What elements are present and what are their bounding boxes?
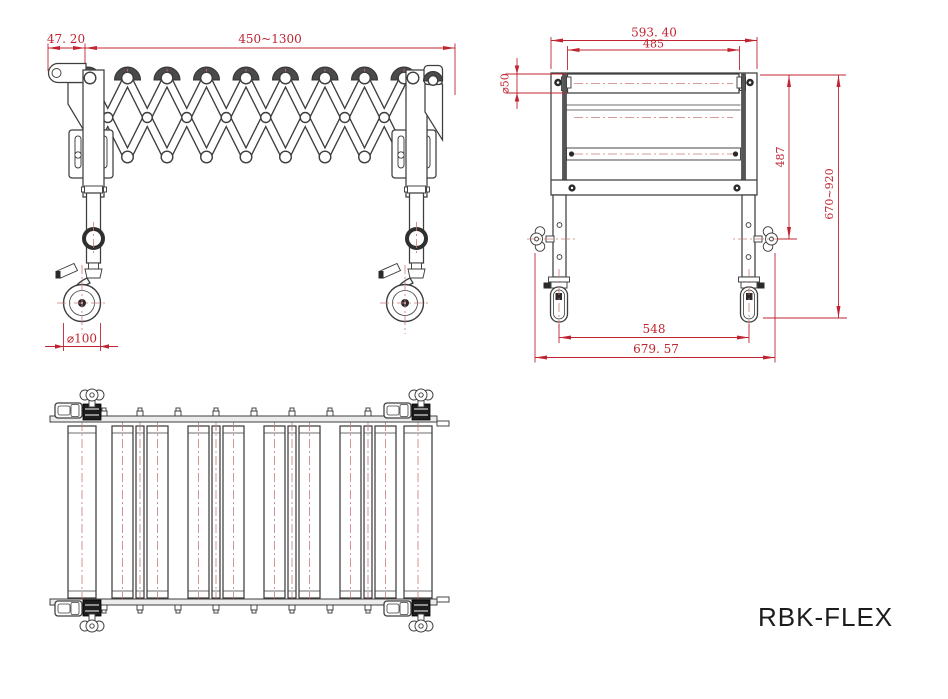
dim-label-roller-diameter: ⌀50 [499, 73, 512, 94]
dim-label-length-range: 450~1300 [238, 32, 302, 46]
dim-label-overall-frame-width: 593. 40 [631, 26, 677, 40]
dim-label-height-range: 670~920 [823, 168, 836, 219]
scissor-lattice [74, 66, 418, 164]
dim-label-overall-width: 679. 57 [633, 342, 679, 356]
dimension-frame-height: 487 [760, 74, 846, 240]
front-view: 47. 20 450~1300 ⌀100 [45, 32, 456, 351]
dim-label-frame-height: 487 [774, 147, 787, 168]
dim-label-caster-diameter: ⌀100 [67, 332, 97, 346]
dim-label-end-offset: 47. 20 [47, 32, 85, 46]
top-view [49, 388, 450, 633]
plan-corner-bottom-right [383, 599, 434, 633]
end-view: 593. 40 485 ⌀50 487 670~920 [499, 26, 847, 363]
dimension-overall-width: 679. 57 [534, 253, 776, 363]
dimension-overall-frame-width: 593. 40 [550, 26, 758, 69]
dim-label-roller-face: 485 [643, 38, 664, 51]
dimension-height-range: 670~920 [763, 75, 847, 319]
plan-corner-top-right [383, 388, 434, 421]
plan-rollers [67, 407, 433, 614]
dimension-caster-track: 548 [558, 322, 750, 343]
end-bracket [422, 64, 444, 143]
model-label: RBK-FLEX [758, 602, 894, 632]
dimension-caster-diameter: ⌀100 [45, 323, 118, 351]
plan-rails [49, 415, 450, 606]
front-left-leg [53, 68, 115, 336]
dimension-roller-diameter: ⌀50 [499, 58, 566, 109]
end-roller [561, 73, 746, 94]
dim-label-caster-track: 548 [643, 322, 666, 336]
dimension-front-top: 47. 20 450~1300 [47, 32, 456, 95]
plan-corner-bottom-left [54, 599, 105, 633]
dimension-roller-face: 485 [567, 38, 740, 70]
hook-bracket [47, 62, 87, 137]
plan-corner-top-left [54, 388, 105, 421]
